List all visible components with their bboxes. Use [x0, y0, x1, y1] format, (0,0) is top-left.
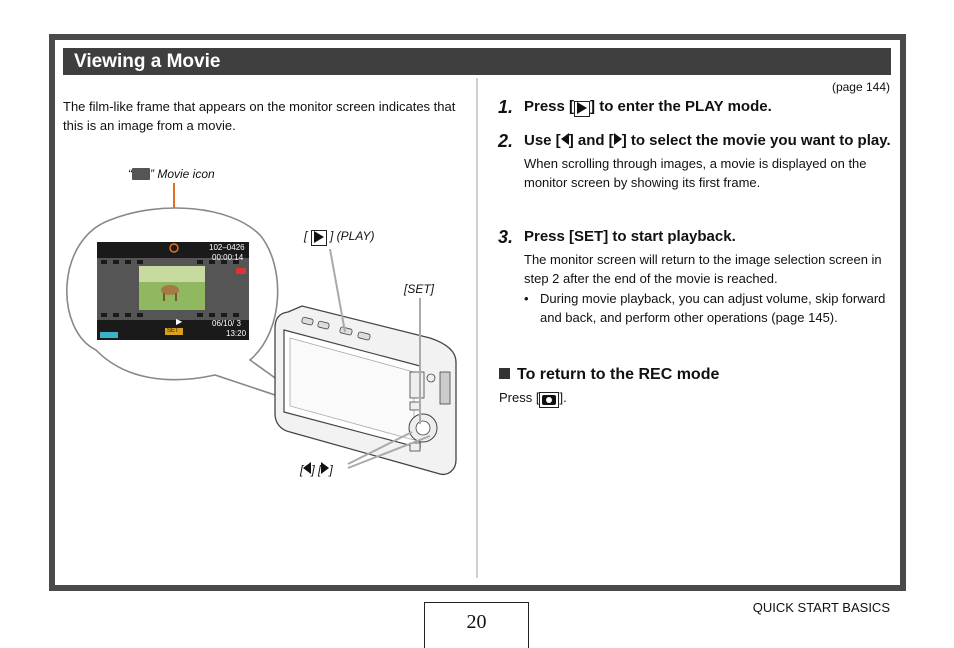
rec-mode-heading: To return to the REC mode [499, 366, 719, 384]
play-icon [313, 231, 324, 243]
left-arrow-icon [560, 133, 569, 145]
play-button-label: [ ] (PLAY) [304, 229, 374, 246]
intro-text: The film-like frame that appears on the … [63, 99, 456, 133]
footer-section: QUICK START BASICS [752, 600, 890, 615]
screen-clock: 13:20 [226, 329, 247, 338]
right-arrow-icon [321, 462, 330, 474]
play-icon [577, 102, 588, 114]
set-button-label: [SET] [404, 282, 435, 296]
battery-icon [100, 332, 118, 338]
step-3-bullet: •During movie playback, you can adjust v… [524, 291, 886, 325]
arrow-buttons-label: [] [] [300, 462, 333, 477]
column-divider [476, 78, 478, 578]
screen-elapsed-time: 00:00:14 [212, 253, 244, 262]
square-bullet-icon [499, 368, 510, 379]
page-number: 20 [424, 602, 529, 648]
step-3: 3. Press [SET] to start playback. The mo… [498, 227, 893, 327]
movie-icon [169, 243, 179, 253]
section-title: Viewing a Movie [63, 48, 891, 75]
right-arrow-icon [613, 133, 622, 145]
left-arrow-icon [303, 462, 312, 474]
screen-file-no: 102–0426 [209, 243, 245, 252]
record-marker [236, 268, 246, 274]
svg-text:▶: ▶ [176, 317, 183, 326]
step-1: 1. Press [] to enter the PLAY mode. [498, 97, 772, 117]
camera-icon [542, 395, 557, 405]
screen-date: 06/10/ 3 [212, 319, 241, 328]
set-button [415, 420, 431, 436]
step-2: 2. Use [] and [] to select the movie you… [498, 131, 891, 190]
screen-set-label: SET [167, 328, 179, 334]
rec-mode-text: Press []. [499, 390, 567, 408]
movie-icon-label: “” Movie icon [128, 167, 215, 181]
page-reference: (page 144) [831, 80, 890, 94]
